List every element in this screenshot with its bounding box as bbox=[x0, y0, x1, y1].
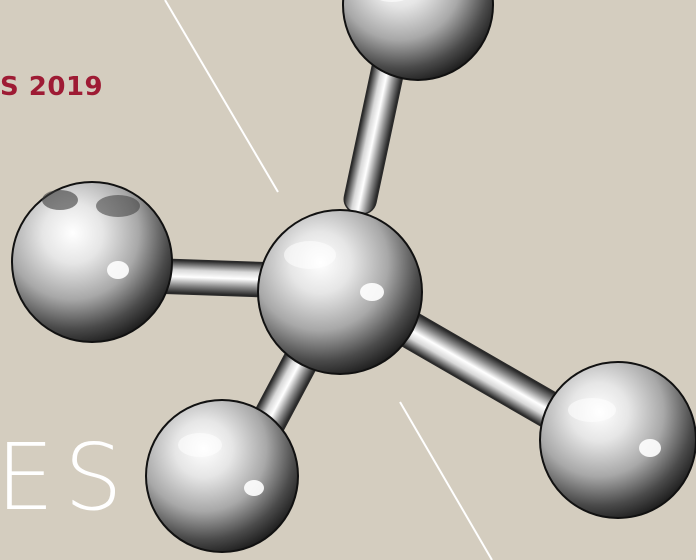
atom-right bbox=[539, 361, 696, 519]
decorative-line-top bbox=[164, 0, 279, 193]
decorative-line-bottom bbox=[399, 401, 493, 560]
atom-bottom bbox=[145, 399, 299, 553]
cover-title: ES bbox=[0, 424, 133, 531]
atom-top bbox=[342, 0, 494, 81]
atom-center bbox=[257, 209, 423, 375]
atom-left bbox=[11, 181, 173, 343]
cover-overline: S 2019 bbox=[0, 72, 104, 102]
